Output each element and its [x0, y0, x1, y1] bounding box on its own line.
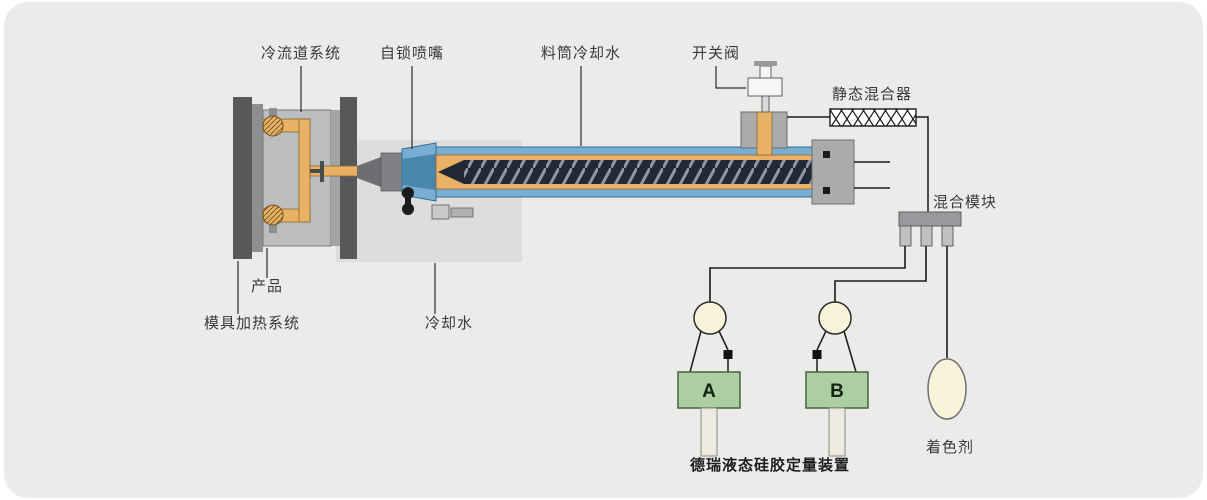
valve-feed-pipe [756, 111, 773, 156]
component-b-container [805, 371, 869, 409]
pump-b-head [818, 301, 852, 335]
label-self-locking-nozzle: 自锁喷嘴 [380, 45, 444, 62]
pipe-module-to-pump-b [834, 246, 927, 302]
valve-stem [761, 95, 770, 113]
label-product: 产品 [251, 278, 283, 295]
nozzle-lock-roller-bottom [402, 203, 414, 215]
nozzle-lock-roller-top [402, 187, 414, 199]
static-mixer [829, 108, 917, 127]
background-panel [4, 2, 1203, 498]
module-port-middle [920, 225, 933, 247]
component-a-cylinder [700, 407, 718, 457]
pump-a-head [693, 301, 727, 335]
module-port-right [941, 225, 954, 247]
barrel-assembly [435, 139, 890, 205]
static-mixer-elements [830, 109, 916, 126]
pump-b-line-inner [816, 330, 827, 351]
mixing-module-body [898, 211, 962, 227]
label-mixing-module: 混合模块 [933, 194, 997, 211]
pump-a-line-outer [689, 330, 702, 373]
end-block-bolt-top [823, 151, 830, 158]
runner-stub-bottom [269, 222, 277, 233]
pipe-mixer-to-module [916, 116, 929, 212]
valve-body [747, 77, 783, 97]
label-static-mixer: 静态混合器 [832, 86, 912, 103]
nozzle-lock-linkage [405, 193, 411, 209]
screw-flights-hatch [464, 160, 812, 184]
leader-lines [237, 66, 746, 314]
label-on-off-valve: 开关阀 [692, 45, 740, 62]
product-part-vertical [320, 161, 324, 182]
leader-valve [715, 66, 746, 89]
label-barrel-cooling-water: 料筒冷却水 [541, 45, 621, 62]
pipe-module-to-pump-a [709, 246, 906, 302]
nozzle-fitting-pin [450, 207, 474, 218]
product-part-horizontal [310, 169, 320, 173]
component-b-label: B [830, 381, 844, 402]
product-part [310, 161, 324, 182]
pump-b-valve-block [812, 350, 822, 359]
label-cooling-water: 冷却水 [425, 315, 473, 332]
mold-parting-plate [331, 110, 340, 246]
label-mold-heating-system: 模具加热系统 [204, 315, 300, 332]
label-colorant: 着色剂 [926, 439, 974, 456]
runner-fitting-top-hatch [263, 116, 283, 136]
pump-a-line-inner [718, 330, 729, 351]
valve-actuator [759, 65, 772, 79]
nozzle-fitting-block [431, 204, 450, 220]
valve-actuator-cap [754, 61, 777, 66]
nozzle-tip [357, 157, 381, 187]
runner-fitting-bottom-hatch [263, 205, 283, 225]
on-off-valve-assembly [740, 61, 788, 156]
barrel-end-block [811, 139, 855, 205]
screw-tip [438, 160, 464, 184]
nozzle-assembly [357, 142, 474, 220]
module-port-left [899, 225, 912, 247]
nozzle-cooling-cone-inner [402, 154, 436, 190]
mixing-module [898, 211, 962, 247]
pump-b-line-outer [843, 330, 857, 373]
runner-vertical-bar [298, 118, 311, 223]
cold-runner-channel [262, 108, 361, 233]
nozzle-body [380, 152, 403, 192]
component-a-label: A [702, 381, 716, 402]
label-cold-runner-system: 冷流道系统 [261, 45, 341, 62]
mold-assembly [233, 97, 361, 259]
pump-a-valve-block [723, 350, 733, 359]
component-b-cylinder [828, 407, 846, 457]
diagram-caption: 德瑞液态硅胶定量装置 [690, 456, 850, 474]
mold-backing-plate [252, 104, 263, 252]
colorant-bottle [927, 358, 967, 420]
pump-a-unit: A [677, 301, 741, 457]
end-block-bolt-bottom [823, 187, 830, 194]
runner-stub-top [269, 108, 277, 119]
pump-b-unit: B [805, 301, 869, 457]
clamp-plate-left [233, 97, 252, 259]
platen-right [340, 97, 357, 259]
